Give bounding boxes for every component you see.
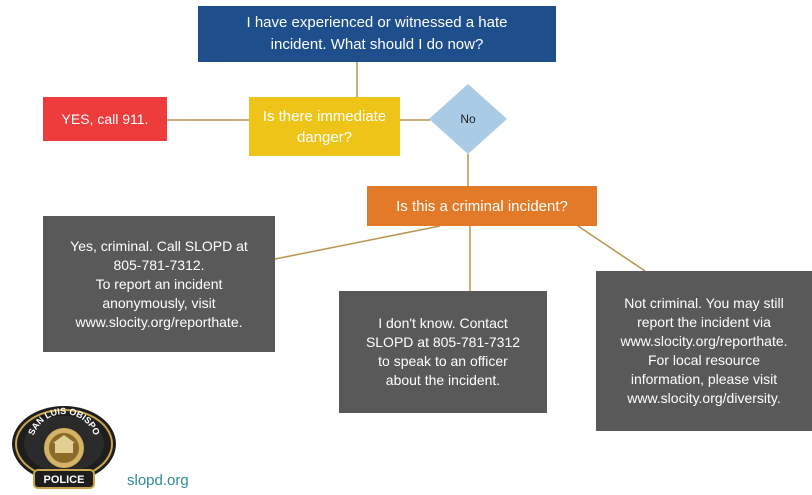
title-box: I have experienced or witnessed a hate i… — [198, 6, 556, 62]
yes-call-text: YES, call 911. — [61, 111, 149, 127]
title-text: I have experienced or witnessed a hate i… — [246, 14, 508, 53]
danger-question-box: Is there immediate danger? — [249, 97, 400, 156]
no-diamond: No — [429, 84, 507, 154]
not-criminal-outcome-text: Not criminal. You may still report the i… — [620, 295, 788, 406]
unknown-outcome-box: I don't know. Contact SLOPD at 805-781-7… — [339, 291, 547, 413]
website-link[interactable]: slopd.org — [127, 472, 189, 489]
not-criminal-outcome-box: Not criminal. You may still report the i… — [596, 271, 812, 431]
unknown-outcome-text: I don't know. Contact SLOPD at 805-781-7… — [365, 315, 521, 388]
criminal-outcome-text: Yes, criminal. Call SLOPD at 805-781-731… — [70, 237, 248, 330]
criminal-question-box: Is this a criminal incident? — [367, 186, 597, 226]
criminal-outcome-box: Yes, criminal. Call SLOPD at 805-781-731… — [43, 216, 275, 352]
badge-bottom-text: POLICE — [44, 474, 85, 486]
yes-call-box: YES, call 911. — [43, 97, 167, 141]
connector-criminal-to-right — [577, 225, 646, 272]
police-badge-logo: SAN LUIS OBISPO POLICE — [12, 406, 116, 489]
danger-question-text: Is there immediate danger? — [262, 107, 387, 146]
no-label: No — [460, 112, 476, 126]
criminal-question-text: Is this a criminal incident? — [396, 197, 568, 215]
connector-criminal-to-left — [274, 225, 441, 260]
